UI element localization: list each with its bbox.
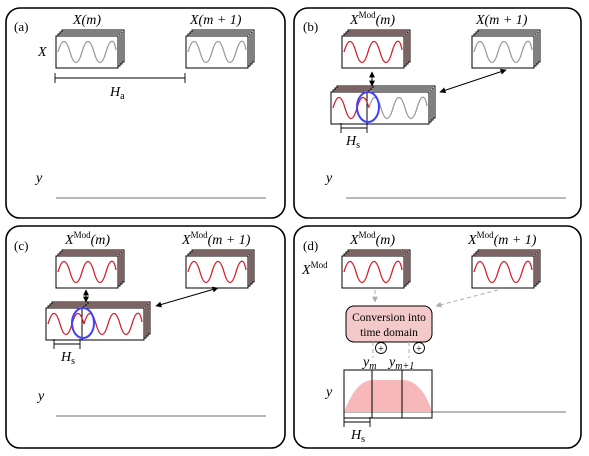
modified-frame-stack-m [341,29,411,69]
modified-waveform [473,260,533,284]
reconstructed-signal-plot [343,369,433,419]
hop-size-dimension: Ha [54,73,186,102]
modified-waveform [187,260,247,284]
modified-frame-stack-m [55,249,125,289]
frame-layer [185,35,249,69]
panel-b: (b) XMod(m) X(m + 1) [293,7,582,219]
conversion-line2: time domain [360,327,418,339]
frame-layer [341,255,405,289]
frame-layer [55,35,119,69]
spectral-frame-waveform [187,40,247,64]
output-axis-label: y [324,171,333,186]
row-label-xmod: XMod [301,260,328,278]
panel-c: (c) XMod(m) XMod(m + 1) [5,225,286,449]
hop-label-hs: Hs [60,350,75,367]
frame-m1-title: X(m + 1) [189,13,242,28]
frame-layer [341,35,405,69]
row-label-x: X [37,45,47,60]
overlap-add-symbol: + [413,342,425,355]
output-axis-label: y [34,171,43,186]
frame-m-title: X(m) [72,13,101,28]
hop-label-hs: Hs [350,428,365,445]
conversion-box-bg [345,305,433,343]
modified-frame-stack-m [341,249,411,289]
output-label-ym: ym [361,355,376,372]
svg-text:+: + [416,344,422,355]
frame-layer [471,255,535,289]
frame-stack-m [55,29,125,69]
overlapped-frame-stack [330,85,436,125]
output-axis-label: y [324,385,333,400]
spectral-frame-waveform [473,40,533,64]
discontinuity-highlight-ellipse [71,307,95,339]
frame-stack-m1 [185,29,255,69]
diagonal-link-arrow [155,286,219,308]
panel-c-label: (c) [14,238,28,253]
reconstructed-envelope [344,380,432,412]
modified-frame-stack-m1 [185,249,255,289]
panel-d: (d) XMod(m) XMod(m + 1) XMod Conversion … [293,225,582,449]
frame-layer [55,255,119,289]
frame-m-title: XMod(m) [349,230,395,248]
output-axis-label: y [36,389,45,404]
modified-waveform [57,260,117,284]
modified-waveform [332,96,370,120]
spectral-frame-waveform [57,40,117,64]
hop-label-ha: Ha [109,85,125,102]
panel-d-label: (d) [303,238,318,253]
output-label-ym1: ym+1 [387,355,414,372]
frame-layer [471,35,535,69]
frame-m1-title: XMod(m + 1) [181,230,251,248]
diagonal-link-arrow [439,68,507,94]
dashed-arrow-m1 [435,289,499,308]
discontinuity-highlight-ellipse [356,91,380,123]
hop-size-dimension: Hs [343,417,371,445]
overlapped-frame-stack [45,301,151,341]
panel-a-label: (a) [14,19,28,34]
conversion-box: Conversion into time domain [345,305,433,343]
output-window-m1 [371,369,433,419]
hop-size-dimension: Hs [53,339,81,367]
svg-text:+: + [378,344,384,355]
modified-waveform [343,260,403,284]
frame-m1-title: XMod(m + 1) [467,230,537,248]
frame-layer [185,255,249,289]
frame-m1-title: X(m + 1) [475,13,528,28]
frame-m-title: XMod(m) [64,230,110,248]
modified-waveform [47,312,85,336]
overlap-add-symbol: + [375,342,387,355]
panel-a: (a) X(m) X(m + 1) X Ha y [5,7,286,219]
modified-frame-stack-m1 [471,249,541,289]
frame-stack-m1 [471,29,541,69]
spectral-frame-waveform [368,96,428,120]
modified-waveform [83,312,143,336]
panel-b-label: (b) [303,19,318,34]
hop-label-hs: Hs [345,134,360,151]
modified-waveform [343,40,403,64]
hop-size-dimension: Hs [340,123,368,151]
conversion-line1: Conversion into [352,312,426,324]
frame-m-title: XMod(m) [349,10,395,28]
